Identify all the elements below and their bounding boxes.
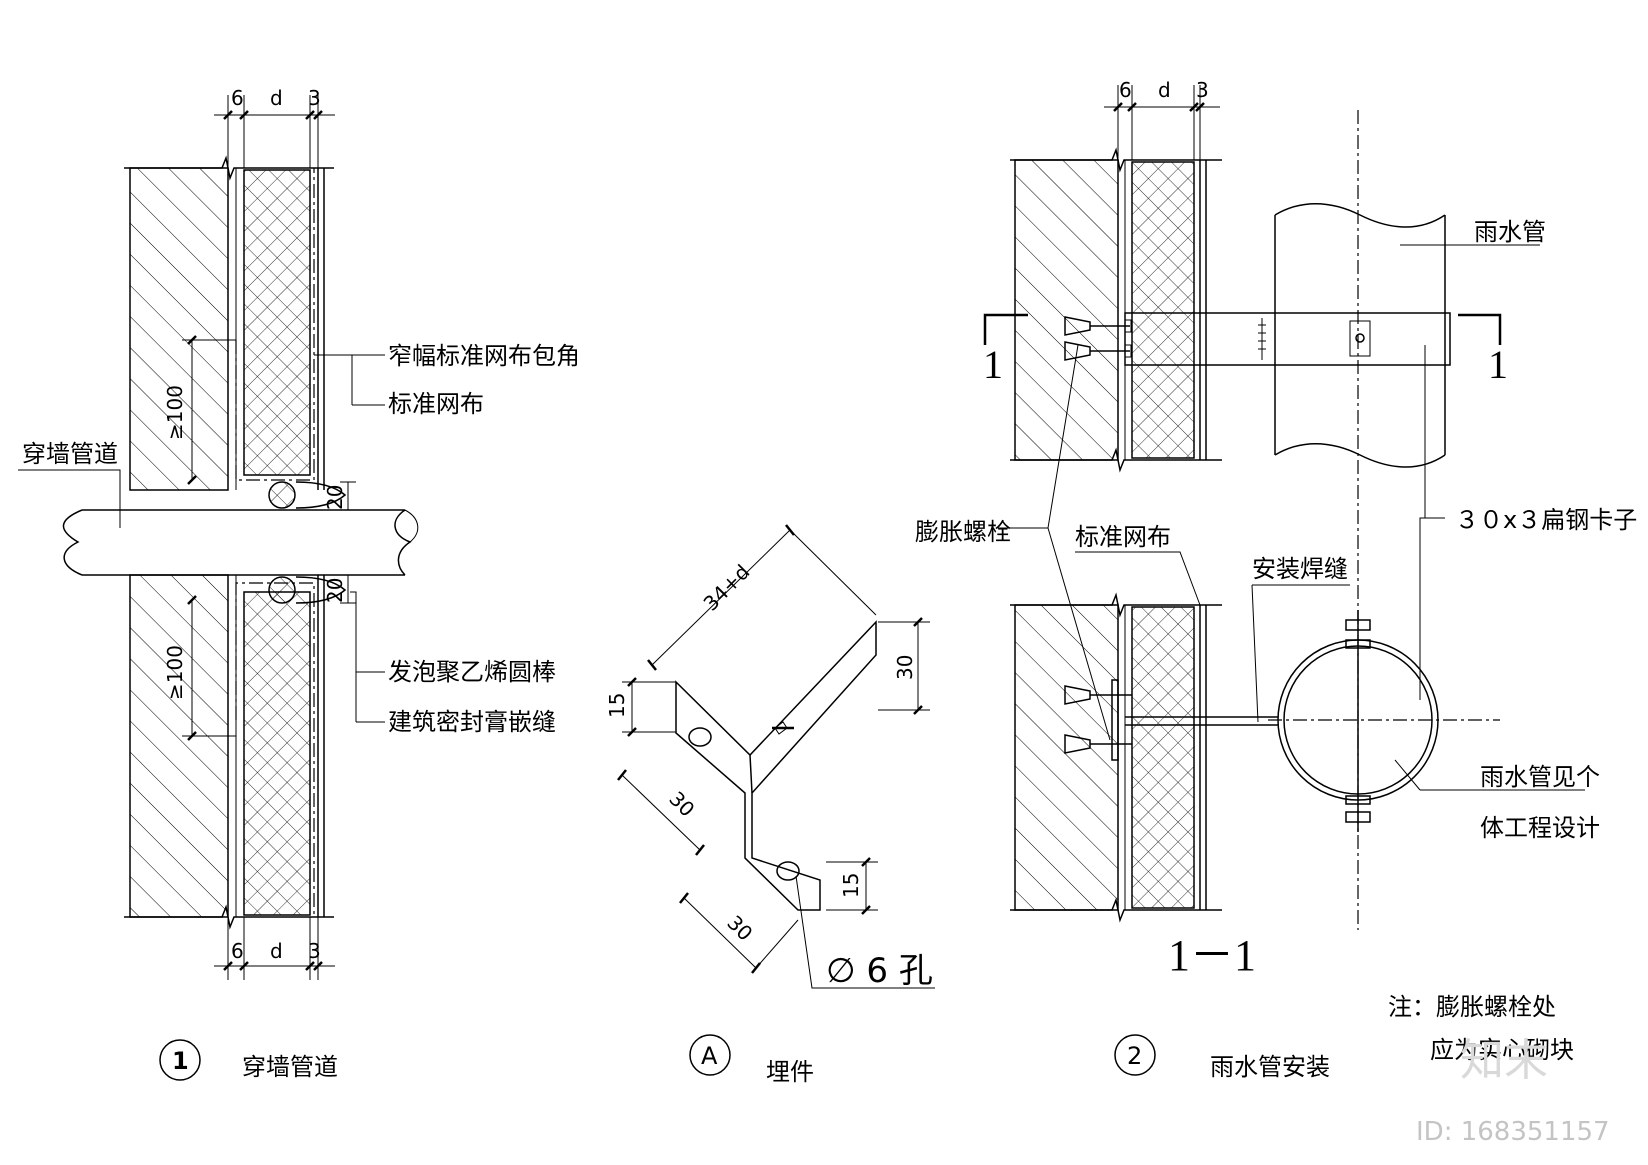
section-mark-right: 1 — [1488, 342, 1508, 387]
detail-A-letter: A — [701, 1042, 718, 1070]
label-mesh-2: 标准网布 — [1075, 523, 1171, 551]
dim-d-top: d — [270, 86, 283, 110]
dim-d-bottom: d — [270, 939, 283, 963]
label-foam-rod: 发泡聚乙烯圆棒 — [388, 658, 556, 686]
dim-d: d — [1158, 78, 1171, 102]
dim-15-right: 15 — [839, 873, 863, 898]
downpipe-elevation — [1274, 203, 1446, 468]
label-sealant: 建筑密封膏嵌缝 — [388, 708, 556, 736]
detail-A-embedded-part: 34+d 30 15 30 15 30 ∅ 6 孔 — [605, 524, 935, 1086]
dim-100-upper: ≥100 — [163, 385, 187, 440]
insulation-lower — [243, 591, 311, 916]
dim-30-mid: 30 — [664, 787, 699, 822]
watermark-brand: 知末 — [1460, 1035, 1548, 1086]
detail-2-downpipe: 6 d 3 1 1 — [915, 78, 1637, 1081]
dim-6: 6 — [1119, 78, 1132, 102]
dim-3-bottom: 3 — [308, 939, 321, 963]
detail-1-number-circle — [159, 1039, 201, 1081]
detail-A-letter-circle — [689, 1034, 731, 1076]
detail-1-title: 穿墙管道 — [242, 1053, 338, 1081]
section-mark-left: 1 — [983, 342, 1003, 387]
label-through-wall-pipe: 穿墙管道 — [22, 440, 118, 468]
dim-34-plus-d: 34+d — [699, 560, 755, 616]
dim-20-lower: 20 — [323, 578, 347, 603]
dim-20-upper: 20 — [323, 485, 347, 510]
dim-100-lower: ≥100 — [163, 645, 187, 700]
detail-2-title: 雨水管安装 — [1210, 1053, 1330, 1081]
wall-lower — [129, 574, 229, 918]
label-hole: ∅ 6 孔 — [826, 951, 933, 991]
foam-rod-upper — [268, 481, 296, 509]
foam-rod-lower — [268, 576, 296, 604]
detail-2-number: 2 — [1127, 1042, 1142, 1070]
note-line2: 应为实心砌块 — [1430, 1036, 1574, 1064]
dim-30-right: 30 — [893, 655, 917, 680]
label-flat-steel: ３０x３扁钢卡子 — [1455, 506, 1637, 534]
detail-1-number: 1 — [172, 1047, 189, 1075]
label-mesh: 标准网布 — [388, 390, 484, 418]
label-downpipe: 雨水管 — [1474, 218, 1546, 246]
insulation-upper — [243, 169, 311, 476]
label-bolt: 膨胀螺栓 — [915, 518, 1011, 546]
dim-3-top: 3 — [308, 86, 321, 110]
detail-2-number-circle — [1114, 1034, 1156, 1076]
dim-6-top: 6 — [231, 86, 244, 110]
through-wall-pipe — [62, 509, 412, 576]
dim-6-bottom: 6 — [231, 939, 244, 963]
label-design-line2: 体工程设计 — [1480, 814, 1600, 842]
wall-upper — [129, 167, 229, 491]
dim-15-left: 15 — [605, 693, 629, 718]
section-title-1-1: 1－1 — [1168, 931, 1256, 980]
note-line1: 注：膨胀螺栓处 — [1388, 993, 1556, 1021]
detail-A-title: 埋件 — [766, 1058, 814, 1086]
label-weld: 安装焊缝 — [1252, 555, 1348, 583]
label-mesh-corner: 窄幅标准网布包角 — [388, 342, 580, 370]
label-design-line1: 雨水管见个 — [1480, 763, 1600, 791]
detail-1-wall-pipe: 6 d 3 6 d 3 ≥100 ≥100 20 20 — [18, 86, 580, 1081]
dim-3: 3 — [1196, 78, 1209, 102]
watermark-id: ID: 168351157 — [1416, 1117, 1610, 1147]
